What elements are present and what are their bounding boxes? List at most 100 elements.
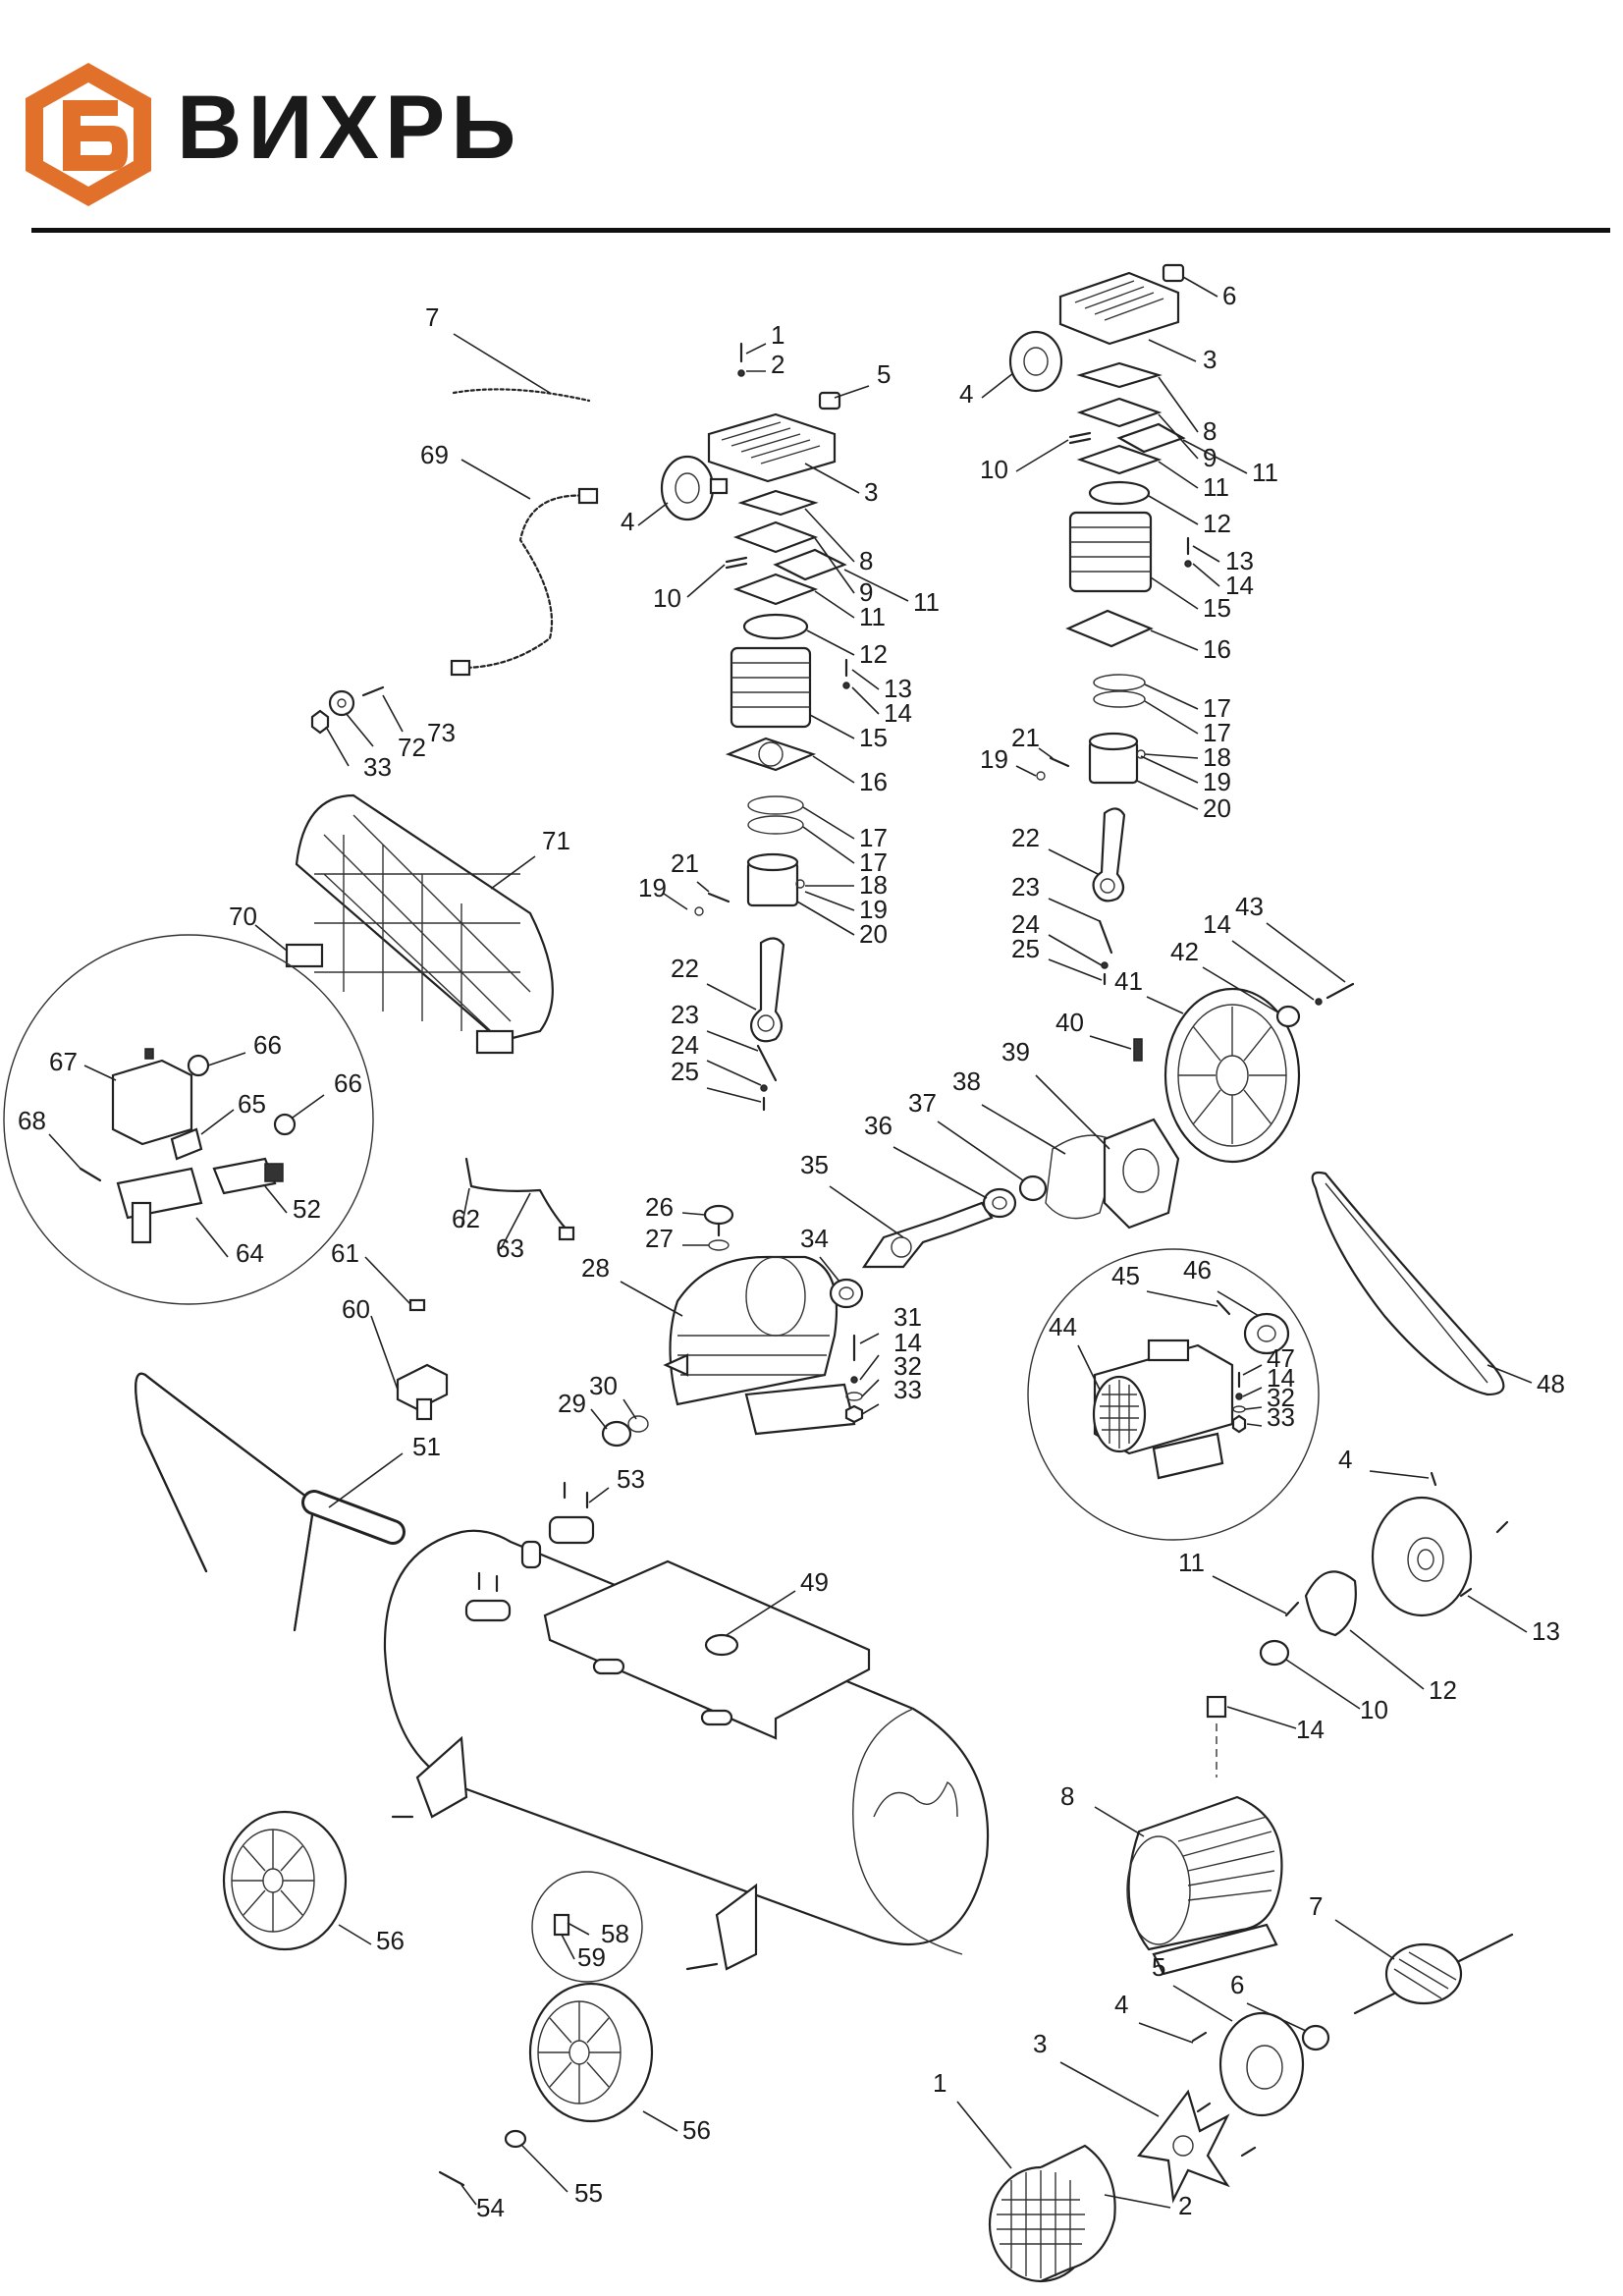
callout-bolt-53: 53 bbox=[617, 1464, 645, 1494]
leader-line-head-left-reed-10 bbox=[686, 564, 726, 598]
brand-logo bbox=[26, 63, 151, 206]
brand-name: ВИХРЬ bbox=[177, 78, 522, 178]
callout-head-left-valve-plate-cover: 3 bbox=[864, 477, 878, 507]
motor-bearing-10 bbox=[1259, 1639, 1290, 1667]
callout-head-right-valve-9: 9 bbox=[1203, 443, 1217, 472]
air-tank bbox=[383, 1529, 990, 1946]
check-valve bbox=[396, 1363, 449, 1411]
bearing-holder bbox=[1304, 1570, 1357, 1637]
callout-head-right-valve-11a: 11 bbox=[1252, 458, 1278, 487]
leader-line-drain-58 bbox=[567, 1922, 590, 1936]
motor-bearing-6 bbox=[1301, 2024, 1330, 2051]
callout-gasket-38: 38 bbox=[952, 1066, 981, 1096]
callout-wheel-56a: 56 bbox=[376, 1926, 405, 1955]
leader-line-head-left-valve-plate-cover bbox=[804, 463, 860, 494]
leader-line-head-left-fitting bbox=[834, 385, 870, 399]
callout-head-right-piston-20: 20 bbox=[1203, 793, 1231, 823]
flywheel bbox=[1163, 987, 1301, 1164]
callout-head-right-pin-21: 21 bbox=[1011, 723, 1040, 752]
leader-line-check-valve-60 bbox=[370, 1315, 399, 1391]
leader-line-m-screw-11 bbox=[1212, 1575, 1287, 1614]
callout-gauge-66b: 66 bbox=[334, 1068, 362, 1098]
pressure-gauge-b bbox=[273, 1113, 297, 1136]
leader-line-handle-51 bbox=[328, 1452, 404, 1508]
tank-boss-a bbox=[520, 1540, 542, 1569]
quick-coupler bbox=[212, 1157, 277, 1195]
leader-line-head-left-gasket-12 bbox=[806, 629, 855, 656]
leader-line-head-left-rod-22 bbox=[706, 983, 757, 1011]
callout-nut-33-top: 33 bbox=[363, 752, 392, 782]
callout-seal-59: 59 bbox=[577, 1942, 606, 1972]
right-head-assembly bbox=[1008, 263, 1192, 986]
leader-line-head-right-cylinder-15 bbox=[1150, 576, 1199, 610]
callout-head-left-gasket-8: 8 bbox=[859, 546, 873, 575]
leader-line-m-fan-3 bbox=[1059, 2061, 1160, 2117]
leader-line-head-left-valve-11a bbox=[843, 569, 909, 602]
guard-mount-bracket bbox=[285, 943, 324, 968]
drain-valve bbox=[553, 1913, 570, 1937]
braided-hose-7 bbox=[452, 388, 591, 403]
left-valve-cover bbox=[707, 412, 837, 483]
callout-head-right-gasket-8: 8 bbox=[1203, 416, 1217, 446]
leader-line-tank-49 bbox=[726, 1590, 796, 1636]
leader-line-flywheel-41 bbox=[1146, 996, 1184, 1014]
callout-head-left-piston-20: 20 bbox=[859, 919, 888, 949]
drain-plug bbox=[601, 1420, 632, 1448]
callout-head-right-cap-23: 23 bbox=[1011, 872, 1040, 902]
leader-line-head-left-clip-19b bbox=[804, 891, 855, 911]
left-head-assembly bbox=[660, 342, 850, 1112]
callout-head-left-washer: 2 bbox=[771, 350, 784, 379]
pressure-gauge-a bbox=[187, 1054, 210, 1077]
leader-line-head-right-ring-18 bbox=[1144, 753, 1199, 759]
crankcase bbox=[669, 1255, 839, 1406]
leader-line-wheel-56a bbox=[338, 1924, 372, 1945]
left-fitting bbox=[818, 391, 841, 410]
bearing-36 bbox=[982, 1187, 1017, 1219]
callout-handle-51: 51 bbox=[412, 1432, 441, 1461]
callout-seal-30: 30 bbox=[589, 1371, 618, 1400]
callout-m-clip-2: 2 bbox=[1178, 2191, 1192, 2220]
callout-head-left-washer-14: 14 bbox=[884, 698, 912, 728]
callout-quick-coupler-52: 52 bbox=[293, 1194, 321, 1224]
leader-line-head-left-gasket-8 bbox=[804, 508, 855, 563]
cooling-fan bbox=[1136, 2089, 1230, 2204]
leader-line-bolt-73 bbox=[382, 694, 404, 733]
leader-line-head-left-ring-17a bbox=[802, 806, 855, 840]
bearing-cover bbox=[1103, 1118, 1180, 1230]
callout-pulley-46: 46 bbox=[1183, 1255, 1212, 1285]
callout-guard-bracket-70: 70 bbox=[229, 902, 257, 931]
callout-head-left-pin-21: 21 bbox=[671, 848, 699, 878]
callout-m-screw-11: 11 bbox=[1178, 1548, 1205, 1577]
callout-head-right-ring-18: 18 bbox=[1203, 742, 1231, 772]
callout-washer-55: 55 bbox=[574, 2178, 603, 2208]
callout-cap-26: 26 bbox=[645, 1192, 674, 1222]
callout-head-right-fitting-6: 6 bbox=[1222, 281, 1236, 310]
leader-line-nut-33-top bbox=[325, 726, 350, 767]
callout-head-right-cover-3: 3 bbox=[1203, 345, 1217, 374]
leader-line-gasket-38 bbox=[981, 1104, 1066, 1155]
leader-line-head-left-gasket-16 bbox=[812, 755, 855, 784]
motor-exploded bbox=[988, 1471, 1514, 2283]
leader-line-plug-29 bbox=[590, 1408, 608, 1430]
callout-bolt-43: 43 bbox=[1235, 892, 1264, 921]
leader-line-head-left-ring-17b bbox=[802, 826, 855, 864]
leader-line-washer-42 bbox=[1202, 966, 1277, 1012]
callout-head-left-screw: 1 bbox=[771, 320, 784, 350]
leader-line-nut-33-cc bbox=[861, 1403, 880, 1415]
leader-line-m-screw-4b bbox=[1138, 2022, 1194, 2044]
leader-line-belt-guard-71 bbox=[490, 855, 536, 890]
callout-pressure-switch-67: 67 bbox=[49, 1047, 78, 1076]
callout-crankcase-28: 28 bbox=[581, 1253, 610, 1283]
leader-line-belt-48 bbox=[1487, 1364, 1533, 1384]
callout-head-left-valve-11a: 11 bbox=[913, 587, 940, 617]
callout-m-fancover-1: 1 bbox=[933, 2068, 947, 2098]
leader-line-m-terminal-14 bbox=[1226, 1706, 1297, 1729]
callout-head-right-valve-11b: 11 bbox=[1203, 472, 1229, 502]
callout-key-40: 40 bbox=[1055, 1008, 1084, 1037]
callout-m-screw-4b: 4 bbox=[1114, 1990, 1128, 2019]
callout-head-left-fitting: 5 bbox=[877, 359, 891, 389]
leader-line-head-right-valve-11a bbox=[1182, 439, 1248, 474]
air-manifold bbox=[116, 1167, 203, 1220]
callout-head-right-gasket-12: 12 bbox=[1203, 509, 1231, 538]
leader-line-head-left-washer-14 bbox=[851, 686, 880, 715]
